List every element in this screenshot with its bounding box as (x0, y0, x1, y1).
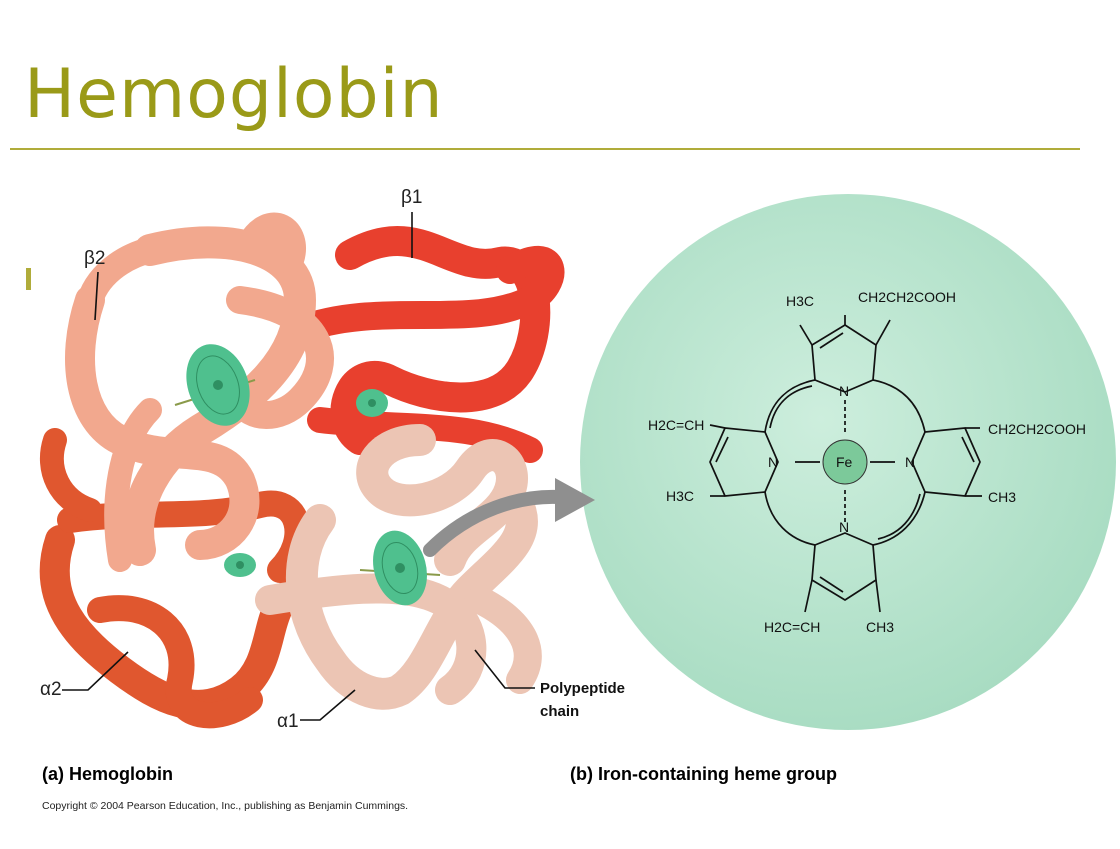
label-polypeptide: Polypeptide (540, 680, 625, 697)
beta2-chain (65, 212, 334, 572)
zoom-arrow (423, 478, 595, 557)
heme-h2c-ch-bottom: H2C=CH (764, 619, 820, 635)
leader-lines (62, 212, 535, 721)
porphyrin-ring (709, 315, 982, 613)
heme-disc-upper (174, 344, 256, 426)
title-divider (10, 148, 1080, 150)
fe-atom (822, 439, 868, 485)
label-chain: chain (540, 703, 579, 720)
heme-ch2ch2cooh-right: CH2CH2COOH (988, 421, 1086, 437)
label-alpha1: α1 (277, 711, 299, 732)
heme-n-left: N (768, 454, 778, 470)
heme-ch2ch2cooh-top: CH2CH2COOH (858, 289, 956, 305)
heme-fe-label: Fe (836, 454, 853, 470)
alpha1-chain (255, 424, 542, 710)
heme-disc-lower (359, 530, 441, 606)
heme-h3c-left: H3C (666, 488, 694, 504)
heme-disc-left-hidden (224, 553, 256, 577)
heme-ch3-right: CH3 (988, 489, 1016, 505)
hemoglobin-diagram: β1 β2 α2 α1 Polypeptide chain (39, 187, 1116, 732)
hemoglobin-structure (39, 212, 565, 729)
caption-b: (b) Iron-containing heme group (570, 764, 837, 784)
heme-h2c-ch-left: H2C=CH (648, 417, 704, 433)
heme-disc-right-hidden (356, 389, 388, 417)
caption-a: (a) Hemoglobin (42, 764, 173, 784)
heme-h3c-top: H3C (786, 293, 814, 309)
bullet-marker (26, 268, 31, 290)
label-beta2: β2 (84, 248, 106, 269)
label-alpha2: α2 (40, 679, 62, 700)
heme-n-right: N (905, 454, 915, 470)
beta1-chain (286, 226, 565, 463)
copyright-notice: Copyright © 2004 Pearson Education, Inc.… (42, 800, 409, 812)
heme-n-top: N (839, 383, 849, 399)
label-beta1: β1 (401, 187, 423, 208)
alpha2-chain (39, 428, 315, 729)
heme-ch3-bottom: CH3 (866, 619, 894, 635)
heme-n-bottom: N (839, 519, 849, 535)
slide-title: Hemoglobin (24, 55, 444, 134)
